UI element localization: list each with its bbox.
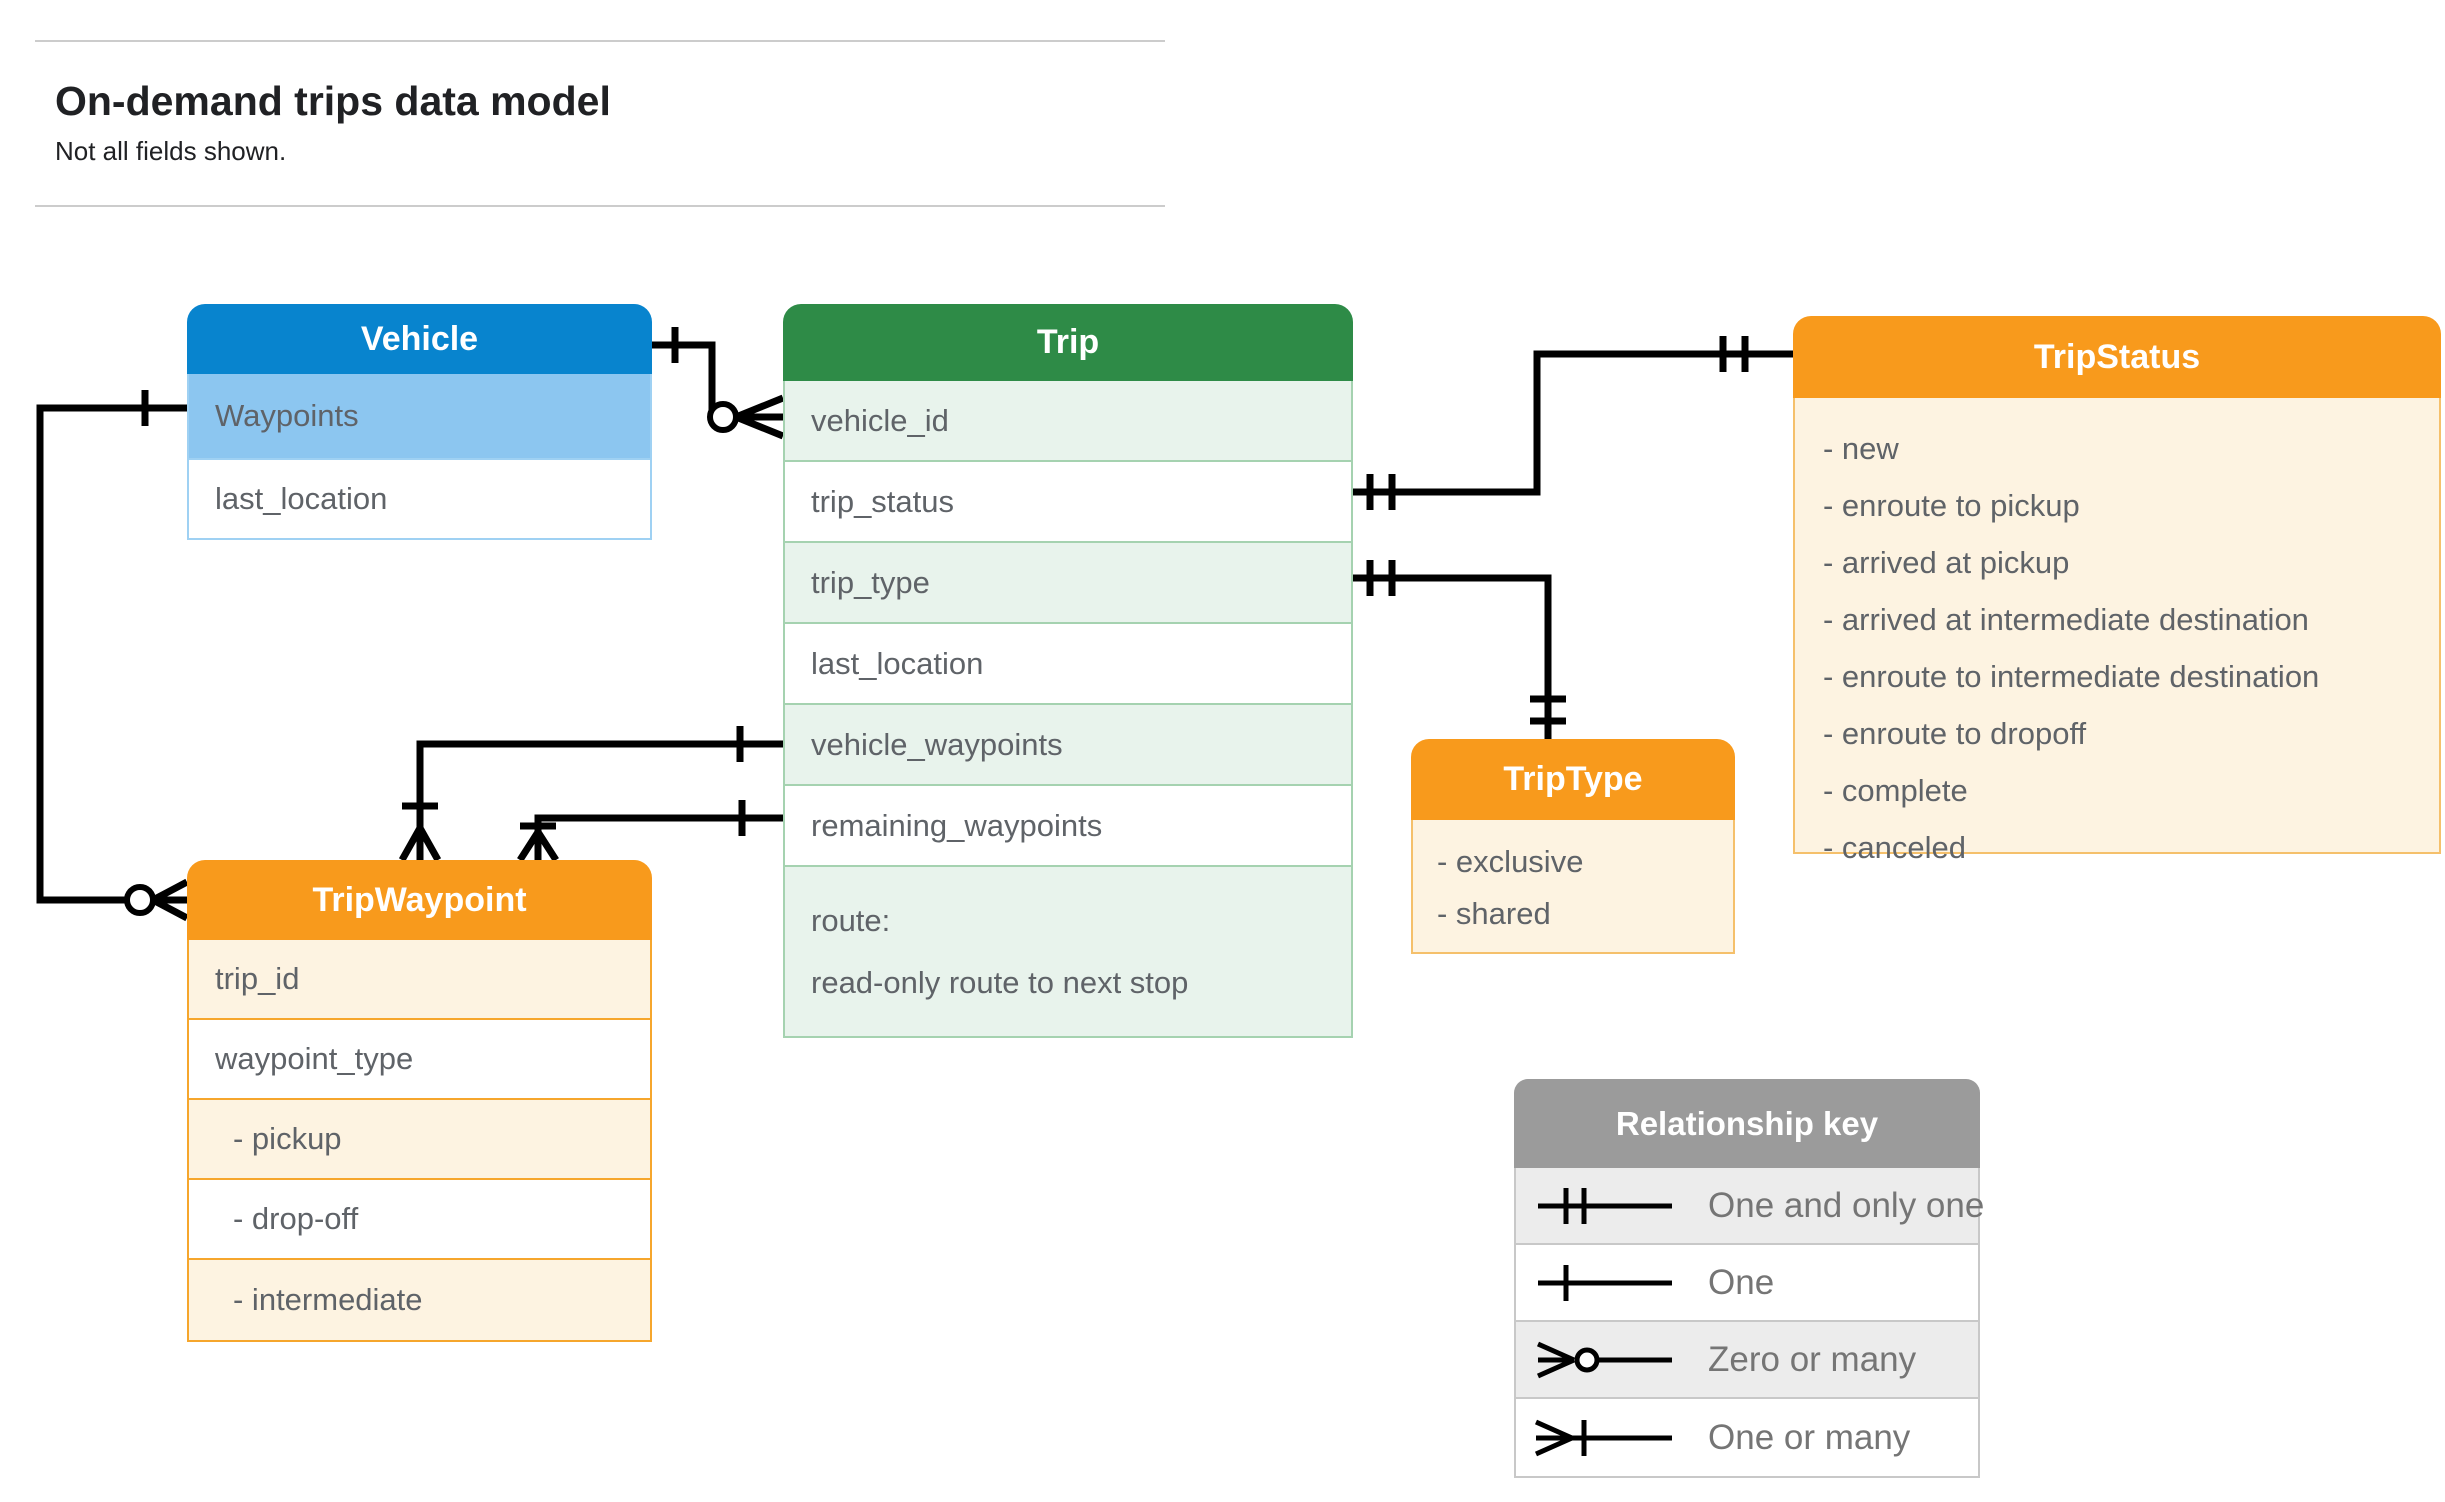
status-value: - enroute to pickup xyxy=(1823,488,2080,523)
entity-triptype: TripType - exclusive - shared xyxy=(1411,739,1735,954)
entity-trip: Trip vehicle_id trip_status trip_type la… xyxy=(783,304,1353,1038)
legend-label: Zero or many xyxy=(1708,1339,1917,1379)
field-waypoint-type: waypoint_type xyxy=(189,1020,650,1100)
waypoint-type-intermediate: - intermediate xyxy=(189,1260,650,1340)
legend-item: One xyxy=(1516,1245,1978,1322)
field-remaining-waypoints: remaining_waypoints xyxy=(785,786,1351,867)
field-route: route: read-only route to next stop xyxy=(785,867,1351,1036)
entity-vehicle: Vehicle Waypoints last_location xyxy=(187,304,652,540)
field-trip-id: trip_id xyxy=(189,940,650,1020)
zero-circle xyxy=(124,884,156,916)
status-value: - enroute to dropoff xyxy=(1823,716,2087,751)
status-value: - enroute to intermediate destination xyxy=(1823,659,2320,694)
entity-title: Vehicle xyxy=(360,319,479,358)
entity-title: Trip xyxy=(1036,323,1100,361)
legend-item: One and only one xyxy=(1516,1168,1984,1245)
legend-label: One or many xyxy=(1708,1417,1911,1457)
bottom-divider xyxy=(35,205,1165,207)
crow-foot-icon xyxy=(398,826,442,862)
entity-title: TripStatus xyxy=(2033,337,2201,376)
entity-tripwaypoint-header: TripWaypoint xyxy=(187,860,652,940)
connector-tripstatus xyxy=(1353,336,1793,510)
entity-vehicle-header: Vehicle xyxy=(187,304,652,374)
connector-vehicle-tripwaypoint xyxy=(36,390,189,922)
entity-title: TripType xyxy=(1503,760,1643,798)
relationship-key: Relationship key One and only one One Ze… xyxy=(1514,1079,1984,1478)
type-value: - shared xyxy=(1437,896,1551,931)
connector-remaining-waypoints-field xyxy=(517,800,783,862)
legend-label: One xyxy=(1708,1262,1775,1302)
route-description: read-only route to next stop xyxy=(811,964,1189,1000)
legend-item: One or many xyxy=(1516,1399,1978,1476)
field-last-location: last_location xyxy=(785,624,1351,705)
triptype-values: - exclusive - shared xyxy=(1411,820,1735,954)
crow-foot-icon xyxy=(151,878,189,922)
field-trip-status: trip_status xyxy=(785,462,1351,543)
crow-foot-icon xyxy=(517,830,559,862)
type-value: - exclusive xyxy=(1437,844,1584,879)
status-value: - arrived at intermediate destination xyxy=(1823,602,2309,637)
entity-tripstatus-header: TripStatus xyxy=(1793,316,2441,398)
status-value: - arrived at pickup xyxy=(1823,545,2070,580)
field-trip-type: trip_type xyxy=(785,543,1351,624)
connector-vehicle-waypoints-field xyxy=(398,726,783,862)
legend-item: Zero or many xyxy=(1516,1322,1978,1399)
zero-circle xyxy=(707,401,739,433)
legend-label: One and only one xyxy=(1708,1185,1985,1225)
status-value: - new xyxy=(1823,431,1899,466)
connector-vehicle-trip xyxy=(652,327,785,440)
top-divider xyxy=(35,40,1165,42)
page-title: On-demand trips data model xyxy=(55,78,611,124)
waypoint-type-pickup: - pickup xyxy=(189,1100,650,1180)
entity-tripwaypoint: TripWaypoint trip_id waypoint_type - pic… xyxy=(187,860,652,1342)
field-last-location: last_location xyxy=(189,458,650,538)
entity-title: TripWaypoint xyxy=(312,880,527,919)
one-icon xyxy=(1538,1264,1672,1301)
crow-foot-icon xyxy=(734,394,785,440)
legend-title: Relationship key xyxy=(1615,1104,1879,1142)
entity-triptype-header: TripType xyxy=(1411,739,1735,820)
page-subtitle: Not all fields shown. xyxy=(55,136,287,166)
tripstatus-values: - new - enroute to pickup - arrived at p… xyxy=(1793,398,2441,865)
entity-trip-header: Trip xyxy=(783,304,1353,381)
route-label: route: xyxy=(811,902,891,938)
connector-triptype xyxy=(1353,560,1566,739)
one-or-many-icon xyxy=(1534,1419,1672,1456)
waypoint-type-dropoff: - drop-off xyxy=(189,1180,650,1260)
entity-tripstatus: TripStatus - new - enroute to pickup - a… xyxy=(1793,316,2441,865)
field-vehicle-id: vehicle_id xyxy=(785,381,1351,462)
zero-or-many-icon xyxy=(1536,1341,1672,1378)
one-and-only-one-icon xyxy=(1538,1187,1672,1224)
relationship-key-header: Relationship key xyxy=(1514,1079,1980,1168)
status-value: - complete xyxy=(1823,773,1968,808)
status-value: - canceled xyxy=(1823,830,1967,865)
field-waypoints: Waypoints xyxy=(189,374,650,458)
field-vehicle-waypoints: vehicle_waypoints xyxy=(785,705,1351,786)
